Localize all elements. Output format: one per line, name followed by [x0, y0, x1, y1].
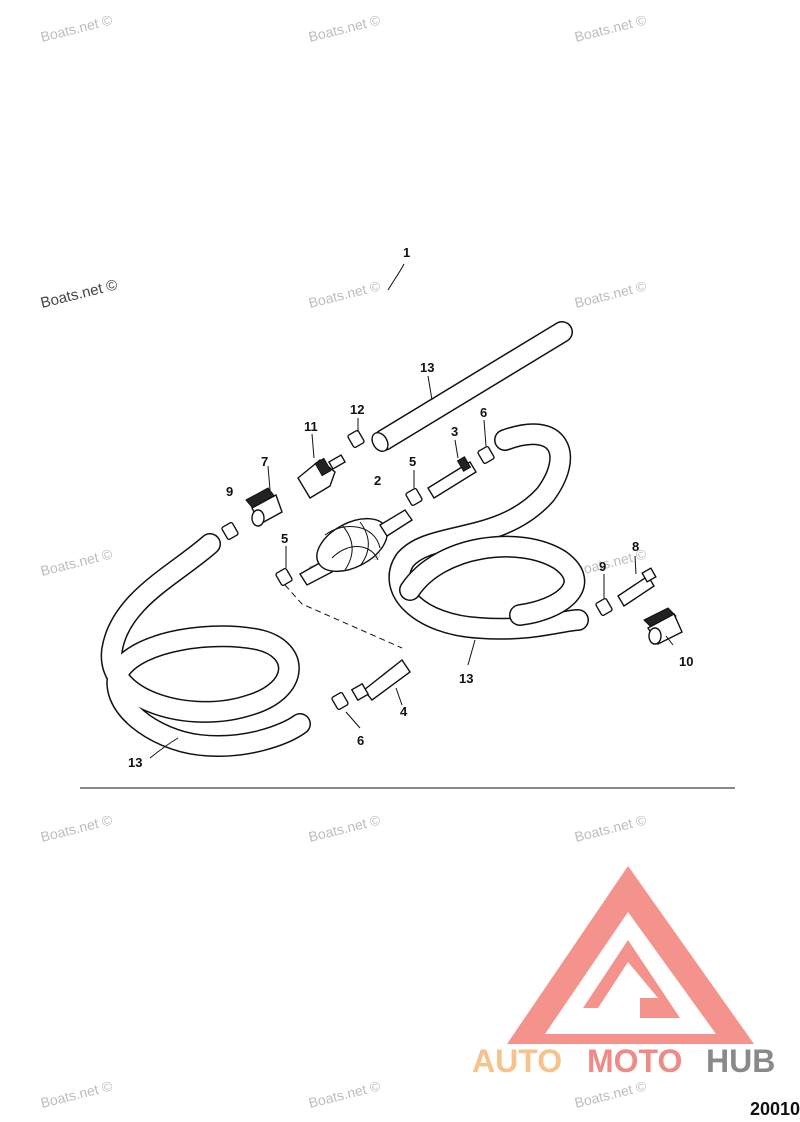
quick-connector-7 [245, 487, 283, 527]
watermark: Boats.net © [39, 811, 115, 844]
callout-13-top: 13 [420, 360, 434, 375]
callout-10: 10 [679, 654, 693, 669]
watermark: Boats.net © [39, 545, 115, 578]
fitting-8 [617, 567, 657, 607]
callout-1: 1 [403, 245, 410, 260]
callout-2: 2 [374, 473, 381, 488]
quick-connector-10 [643, 607, 683, 645]
watermark: Boats.net © [307, 811, 383, 844]
watermark: Boats.net © [307, 11, 383, 44]
callout-5-lower: 5 [281, 531, 288, 546]
callout-13-right: 13 [459, 671, 473, 686]
callout-12: 12 [350, 402, 364, 417]
clamp-9-left [221, 521, 239, 541]
clamp-6-lower [331, 691, 349, 711]
callout-8: 8 [632, 539, 639, 554]
callout-6-upper: 6 [480, 405, 487, 420]
fuel-connector-11 [297, 454, 347, 499]
clamp-5-lower [275, 567, 293, 587]
watermark: Boats.net © [39, 276, 119, 312]
callouts: 1 13 12 11 3 6 7 5 2 9 5 8 9 10 13 4 6 1… [128, 245, 693, 770]
watermark: Boats.net © [573, 277, 649, 310]
logo-text-hub: HUB [706, 1043, 775, 1079]
callout-6-lower: 6 [357, 733, 364, 748]
watermark: Boats.net © [573, 11, 649, 44]
callout-4: 4 [400, 704, 408, 719]
primer-bulb [299, 509, 413, 586]
watermark: Boats.net © [307, 1077, 383, 1110]
diagram-number: 20010 [749, 1099, 800, 1119]
clamps [221, 429, 613, 711]
logo-text-auto: AUTO [472, 1043, 562, 1079]
logo-letter-m-g [583, 940, 680, 1018]
clamp-6-upper [477, 445, 495, 465]
watermark: Boats.net © [39, 1077, 115, 1110]
clamp-12 [347, 429, 365, 449]
right-coiled-hose [388, 423, 589, 640]
callout-7: 7 [261, 454, 268, 469]
clamp-9-right [595, 597, 613, 617]
watermark: Boats.net © [307, 277, 383, 310]
straight-hose [371, 321, 573, 452]
callout-9-right: 9 [599, 559, 606, 574]
watermark: Boats.net © [39, 11, 115, 44]
callout-9-left: 9 [226, 484, 233, 499]
assembly-dashed-line [284, 584, 403, 649]
clamp-5-upper [405, 487, 423, 507]
callout-5-upper: 5 [409, 454, 416, 469]
watermark: Boats.net © [573, 811, 649, 844]
fitting-3 [427, 456, 477, 499]
automotohub-logo: AUTO MOTO HUB [472, 866, 775, 1079]
left-coiled-hose [100, 533, 311, 757]
callout-13-left: 13 [128, 755, 142, 770]
leader-lines [149, 263, 674, 759]
logo-text-moto: MOTO [587, 1043, 682, 1079]
callout-3: 3 [451, 424, 458, 439]
callout-11: 11 [304, 419, 318, 434]
fitting-4 [350, 658, 411, 702]
watermark: Boats.net © [573, 1077, 649, 1110]
